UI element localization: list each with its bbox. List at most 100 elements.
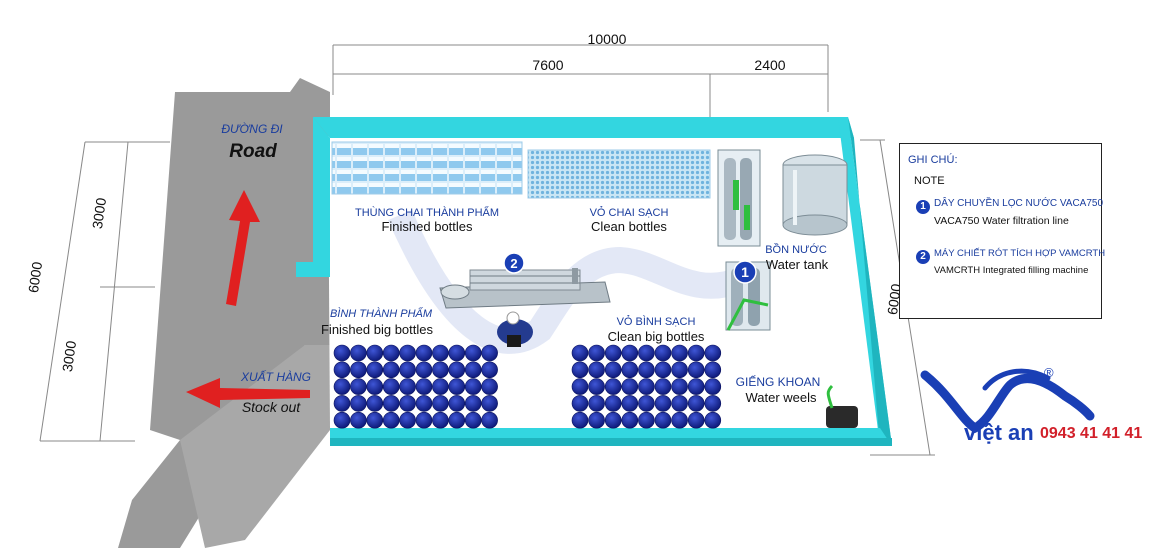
big-bottle [687,395,705,412]
filtration-marker: 1 [733,260,757,284]
big-bottle [481,395,498,412]
well-pump-icon [826,384,858,428]
svg-text:1: 1 [741,264,749,280]
big-bottle [638,411,655,429]
big-bottle [621,361,639,379]
big-bottle [399,411,416,429]
clean-big-bottles-label-vn: VỎ BÌNH SẠCH [617,315,696,328]
big-bottle [704,361,722,379]
road [118,78,330,548]
clean-bottles-stack [527,149,711,199]
big-bottle [382,395,400,412]
big-bottle [638,361,655,379]
big-bottle [654,378,672,395]
note-badge-1: 1 [916,200,930,214]
big-bottle [654,411,672,429]
svg-text:2: 2 [510,256,517,271]
big-bottle [333,344,351,362]
big-bottle [366,411,384,429]
big-bottle [333,361,351,379]
big-bottle [621,344,639,362]
road-label-en: Road [229,141,277,162]
big-bottle [382,378,400,395]
big-bottle [350,411,367,429]
big-bottle [671,361,688,379]
big-bottle [464,361,482,379]
water-tank-label-en: Water tank [766,257,829,272]
brand-phone: 0943 41 41 41 [1040,425,1143,442]
big-bottle [366,378,384,395]
filling-machine [439,268,611,309]
big-bottle [654,361,672,379]
big-bottle [704,395,722,412]
big-bottle [350,361,367,379]
clean-bottles-label-vn: VỎ CHAI SẠCH [590,206,669,219]
big-bottle [671,395,688,412]
big-bottle [638,344,655,362]
big-bottle [432,378,449,395]
big-bottle [604,361,622,379]
filtration-line-equipment [717,149,771,331]
note-item-2-en: VAMCRTH Integrated filling machine [934,265,1089,276]
big-bottle [481,411,498,429]
big-bottle [448,378,466,395]
big-bottle [704,378,722,395]
big-bottle [432,411,449,429]
clean-big-bottles-label-en: Clean big bottles [608,329,705,344]
filling-marker: 2 [503,252,525,274]
big-bottle [638,395,655,412]
dimension-lines [39,44,935,456]
big-bottle [481,361,498,379]
note-title: GHI CHÚ: [908,154,958,166]
big-bottle [415,395,433,412]
big-bottle [687,411,705,429]
big-bottle [571,411,589,429]
big-bottle [687,361,705,379]
stock-out-arrow [186,378,310,408]
big-bottle [333,378,351,395]
big-bottle [638,378,655,395]
big-bottle [350,344,367,362]
big-bottle [604,344,622,362]
clean-bottles-label-en: Clean bottles [591,219,667,234]
big-bottle [382,411,400,429]
big-bottle [415,344,433,362]
big-bottle [481,344,498,362]
water-wells-label-en: Water weels [745,390,817,405]
dim-left-width: 7600 [532,57,563,73]
water-tank-icon [782,154,848,236]
water-wells-label-vn: GIẾNG KHOAN [736,374,821,389]
big-bottle [671,344,688,362]
road-label-vn: ĐƯỜNG ĐI [221,121,283,136]
big-bottle [333,395,351,412]
building-walls [296,117,892,446]
big-bottle [571,395,589,412]
note-legend: GHI CHÚ: NOTE 1 DÂY CHUYỀN LỌC NƯỚC VACA… [899,143,1106,319]
finished-bottles-label-en: Finished bottles [381,219,473,234]
note-item-2-vn: MÁY CHIẾT RÓT TÍCH HỢP VAMCRTH [934,248,1106,259]
big-bottle [366,361,384,379]
finished-big-bottles-label-vn: BÌNH THÀNH PHẨM [330,307,433,320]
big-bottle [432,395,449,412]
brand-logo-mark [920,368,1095,434]
big-bottle [687,344,705,362]
big-bottle [588,344,605,362]
dim-depth-upper: 3000 [89,197,109,230]
big-bottle [671,378,688,395]
finished-big-bottles-stack [333,344,498,429]
big-bottle [588,395,605,412]
big-bottle [366,395,384,412]
big-bottle [399,395,416,412]
big-bottle [350,395,367,412]
big-bottle [604,395,622,412]
dim-right-width: 2400 [754,57,785,73]
worker-figure [497,311,533,347]
dim-total-depth: 6000 [25,261,45,294]
big-bottle [571,361,589,379]
big-bottle [571,378,589,395]
big-bottle [671,411,688,429]
big-bottle [448,361,466,379]
big-bottle [415,411,433,429]
note-badge-2: 2 [916,250,930,264]
